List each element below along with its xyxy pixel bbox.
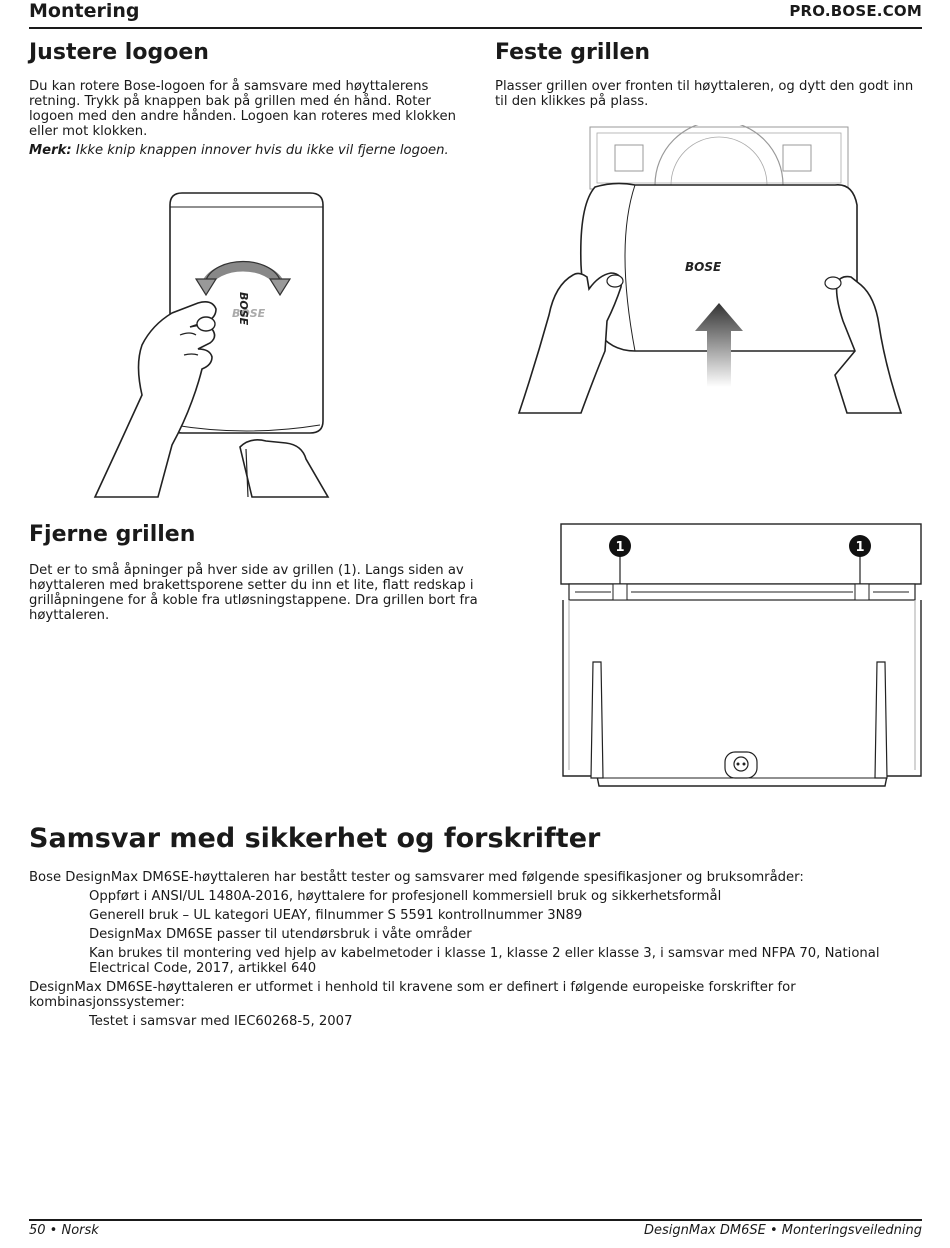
attach-grille-title: Feste grillen bbox=[495, 40, 651, 65]
remove-grille-section: Fjerne grillen Det er to små åpninger på… bbox=[29, 522, 534, 623]
bose-logo-grille: BOSE bbox=[685, 260, 722, 274]
remove-grille-text: Det er to små åpninger på hver side av g… bbox=[29, 563, 478, 623]
callout-1-right-label: 1 bbox=[855, 540, 864, 555]
remove-grille-title: Fjerne grillen bbox=[29, 522, 196, 547]
compliance-intro: Bose DesignMax DM6SE-høyttaleren har bes… bbox=[29, 870, 804, 885]
note-label: Merk: bbox=[29, 143, 72, 158]
note-text: Ikke knip knappen innover hvis du ikke v… bbox=[75, 143, 449, 158]
compliance-eu-intro: DesignMax DM6SE-høyttaleren er utformet … bbox=[29, 980, 796, 1010]
compliance-section: Samsvar med sikkerhet og forskrifter Bos… bbox=[29, 823, 922, 1029]
attach-grille-text: Plasser grillen over fronten til høyttal… bbox=[495, 79, 914, 109]
bose-logo-faded: BOSE bbox=[232, 307, 266, 320]
bose-logo-rotated: BOSE bbox=[237, 292, 250, 326]
adjust-logo-title: Justere logoen bbox=[29, 40, 209, 65]
header-rule bbox=[29, 27, 922, 29]
attach-grille-illustration: BOSE bbox=[517, 125, 903, 414]
adjust-logo-text: Du kan rotere Bose-logoen for å samsvare… bbox=[29, 79, 456, 139]
compliance-item: Generell bruk – UL kategori UEAY, filnum… bbox=[89, 908, 583, 923]
adjust-logo-section: Justere logoen Du kan rotere Bose-logoen… bbox=[29, 40, 459, 158]
header-site-link[interactable]: PRO.BOSE.COM bbox=[789, 2, 922, 20]
compliance-item: Kan brukes til montering ved hjelp av ka… bbox=[89, 946, 880, 976]
compliance-title: Samsvar med sikkerhet og forskrifter bbox=[29, 823, 601, 854]
compliance-eu-item: Testet i samsvar med IEC60268-5, 2007 bbox=[89, 1014, 353, 1029]
callout-1-right bbox=[849, 535, 871, 557]
compliance-item: DesignMax DM6SE passer til utendørsbruk … bbox=[89, 927, 472, 942]
compliance-item: Oppført i ANSI/UL 1480A-2016, høyttalere… bbox=[89, 889, 722, 904]
footer-rule bbox=[29, 1219, 922, 1221]
callout-1-left bbox=[609, 535, 631, 557]
rotate-logo-illustration: BOSE BOSE bbox=[93, 192, 330, 498]
attach-grille-section: Feste grillen Plasser grillen over front… bbox=[495, 40, 925, 109]
header-section-title: Montering bbox=[29, 0, 140, 22]
remove-grille-illustration: 1 1 bbox=[560, 523, 922, 787]
callout-1-left-label: 1 bbox=[615, 540, 624, 555]
footer-page-number: 50 • Norsk bbox=[29, 1223, 99, 1238]
footer-doc-title: DesignMax DM6SE • Monteringsveiledning bbox=[643, 1223, 922, 1238]
adjust-logo-note: Merk: Ikke knip knappen innover hvis du … bbox=[29, 143, 459, 158]
